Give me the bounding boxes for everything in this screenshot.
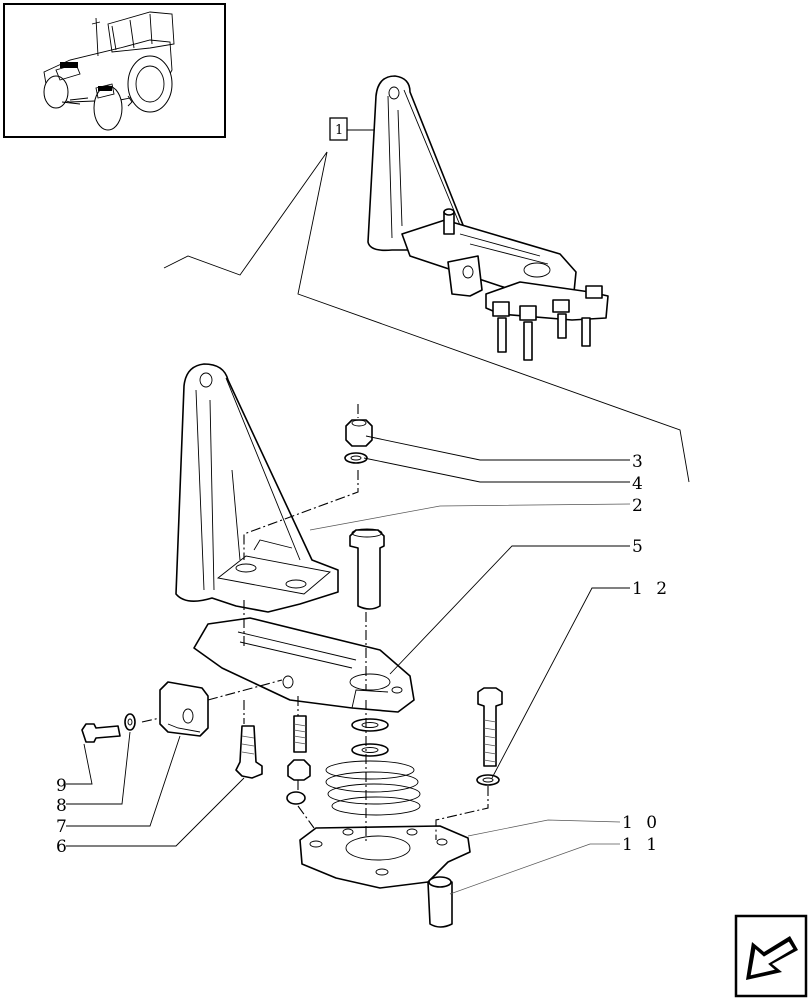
assembly-reference-label: 1 xyxy=(335,123,343,138)
callout-labels: 3 4 2 5 1 2 1 0 1 1 9 8 7 6 xyxy=(56,452,671,857)
bolt-part-6 xyxy=(235,725,263,779)
coil-spring xyxy=(325,760,421,816)
next-page-arrow-icon[interactable] xyxy=(734,914,808,998)
flange-part-10 xyxy=(299,825,471,889)
nut-part-3 xyxy=(345,419,373,447)
washer-part-8 xyxy=(124,713,136,731)
clamp-block-part-7 xyxy=(159,681,209,737)
callout-9: 9 xyxy=(56,776,71,796)
spring-washers xyxy=(351,718,389,757)
bracket-part-2 xyxy=(175,363,339,613)
callout-10: 1 0 xyxy=(622,813,661,833)
callout-7: 7 xyxy=(56,817,71,837)
pin-part xyxy=(349,528,385,610)
callout-12: 1 2 xyxy=(632,579,671,599)
callout-2: 2 xyxy=(632,496,647,516)
callout-leaders xyxy=(66,435,631,895)
callout-5: 5 xyxy=(632,537,647,557)
bolt-part-12 xyxy=(476,687,503,786)
callout-8: 8 xyxy=(56,796,71,816)
stud-part xyxy=(286,715,311,805)
callout-3: 3 xyxy=(632,452,647,472)
pivot-plate-part-5 xyxy=(193,617,415,713)
bolt-part-9 xyxy=(81,723,121,743)
callout-6: 6 xyxy=(56,837,71,857)
callout-11: 1 1 xyxy=(622,835,661,855)
assembly-reference-box: 1 xyxy=(163,117,690,483)
bushing-part-11 xyxy=(427,876,453,928)
tractor-thumbnail-icon xyxy=(3,3,226,138)
assembly-axis-lines xyxy=(141,404,489,842)
washer-part-4 xyxy=(344,452,368,464)
callout-4: 4 xyxy=(632,474,647,494)
assembled-mount-view xyxy=(367,75,609,361)
